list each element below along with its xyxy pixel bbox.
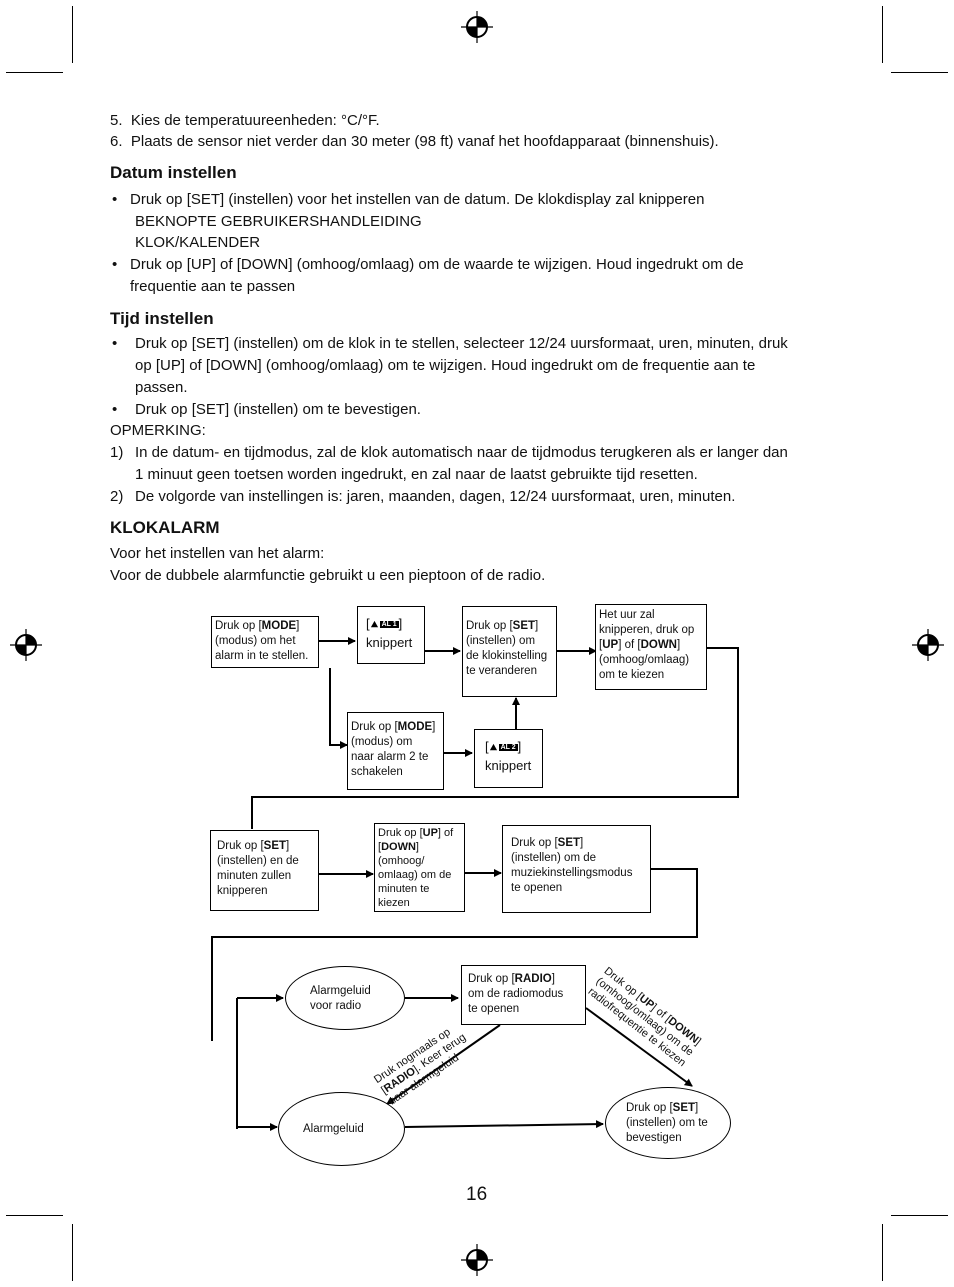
crop-mark bbox=[72, 1224, 73, 1281]
list-item: 5. Kies de temperatuureenheden: °C/°F. bbox=[110, 110, 380, 132]
flow-box-radio-mode: Druk op [RADIO] om de radiomodus te open… bbox=[461, 965, 586, 1025]
note-number: 1) bbox=[110, 444, 124, 461]
list-item: 6. Plaats de sensor niet verder dan 30 m… bbox=[110, 131, 719, 153]
al2-badge: AL 2 bbox=[498, 743, 518, 751]
crop-mark bbox=[882, 1224, 883, 1281]
flow-box-al1-blink: [AL 1] knippert bbox=[357, 606, 425, 664]
crop-mark bbox=[6, 1215, 63, 1216]
datum-bullet-1-line2: BEKNOPTE GEBRUIKERSHANDLEIDING bbox=[135, 213, 422, 230]
registration-mark-icon bbox=[912, 629, 944, 661]
alarm-intro-2: Voor de dubbele alarmfunctie gebruikt u … bbox=[110, 567, 546, 584]
connector-set3-branch bbox=[211, 868, 698, 1041]
alarm-intro-1: Voor het instellen van het alarm: bbox=[110, 545, 325, 562]
note-label: OPMERKING: bbox=[110, 422, 206, 439]
datum-bullet-1-line1: Druk op [SET] (instellen) voor het inste… bbox=[130, 191, 705, 208]
list-number: 5. bbox=[110, 112, 123, 129]
tijd-bullet-2: Druk op [SET] (instellen) om te bevestig… bbox=[135, 401, 421, 418]
flow-ellipse-radio-alarm: Alarmgeluid voor radio bbox=[285, 966, 405, 1030]
al1-badge: AL 1 bbox=[379, 620, 399, 628]
section-heading-klokalarm: KLOKALARM bbox=[110, 518, 220, 537]
flow-box-set-music: Druk op [SET] (instellen) om de muziekin… bbox=[502, 825, 651, 913]
flow-box-set-clock: Druk op [SET] (instellen) om de klokinst… bbox=[462, 606, 557, 697]
registration-mark-icon bbox=[10, 629, 42, 661]
tijd-bullet-1-line3: passen. bbox=[135, 379, 188, 396]
flow-box-al2-blink: [AL 2] knippert bbox=[474, 729, 543, 788]
registration-mark-icon bbox=[461, 11, 493, 43]
crop-mark bbox=[891, 72, 948, 73]
arrow-mode1-mode2 bbox=[329, 668, 348, 749]
crop-mark bbox=[882, 6, 883, 63]
section-heading-datum: Datum instellen bbox=[110, 163, 237, 182]
page-number: 16 bbox=[466, 1184, 488, 1205]
crop-mark bbox=[72, 6, 73, 63]
flow-box-mode-2: Druk op [MODE] (modus) om naar alarm 2 t… bbox=[347, 712, 444, 790]
note-number: 2) bbox=[110, 488, 124, 505]
list-text: Plaats de sensor niet verder dan 30 mete… bbox=[130, 133, 719, 150]
connector-hour-set2 bbox=[251, 647, 739, 829]
section-heading-tijd: Tijd instellen bbox=[110, 309, 214, 328]
arrow-alarm-confirm bbox=[404, 1120, 604, 1129]
note-1-line1: In de datum- en tijdmodus, zal de klok a… bbox=[135, 444, 788, 461]
crop-mark bbox=[6, 72, 63, 73]
bell-icon bbox=[370, 620, 378, 628]
flow-box-set-minutes: Druk op [SET] (instellen) en de minuten … bbox=[210, 830, 319, 911]
arrow-radio-to-confirm bbox=[585, 1007, 693, 1087]
note-2: De volgorde van instellingen is: jaren, … bbox=[135, 488, 736, 505]
bullet-dot: • bbox=[112, 401, 118, 418]
flow-box-up-down-minutes: Druk op [UP] of [DOWN] (omhoog/ omlaag) … bbox=[374, 823, 465, 912]
datum-bullet-1-line3: KLOK/KALENDER bbox=[135, 234, 261, 251]
crop-mark bbox=[891, 1215, 948, 1216]
datum-bullet-2-line2: frequentie aan te passen bbox=[130, 278, 296, 295]
bell-icon bbox=[489, 743, 497, 751]
flow-ellipse-alarm-sound: Alarmgeluid bbox=[278, 1092, 405, 1166]
arrow-radio-to-alarm bbox=[386, 1024, 501, 1105]
registration-mark-icon bbox=[461, 1244, 493, 1276]
flow-box-hour-blink: Het uur zal knipperen, druk op [UP] of [… bbox=[595, 604, 707, 690]
bullet-dot: • bbox=[112, 256, 118, 273]
bullet-dot: • bbox=[112, 191, 118, 208]
flow-box-mode-1: Druk op [MODE] (modus) om het alarm in t… bbox=[211, 616, 319, 668]
bullet-dot: • bbox=[112, 335, 118, 352]
tijd-bullet-1-line2: op [UP] of [DOWN] (omhoog/omlaag) om te … bbox=[135, 357, 756, 374]
tijd-bullet-1-line1: Druk op [SET] (instellen) om de klok in … bbox=[135, 335, 788, 352]
list-text: Kies de temperatuureenheden: °C/°F. bbox=[130, 112, 380, 129]
flow-ellipse-confirm: Druk op [SET] (instellen) om te bevestig… bbox=[605, 1087, 731, 1159]
datum-bullet-2-line1: Druk op [UP] of [DOWN] (omhoog/omlaag) o… bbox=[130, 256, 744, 273]
note-1-line2: 1 minuut geen toetsen worden ingedrukt, … bbox=[135, 466, 698, 483]
list-number: 6. bbox=[110, 133, 123, 150]
